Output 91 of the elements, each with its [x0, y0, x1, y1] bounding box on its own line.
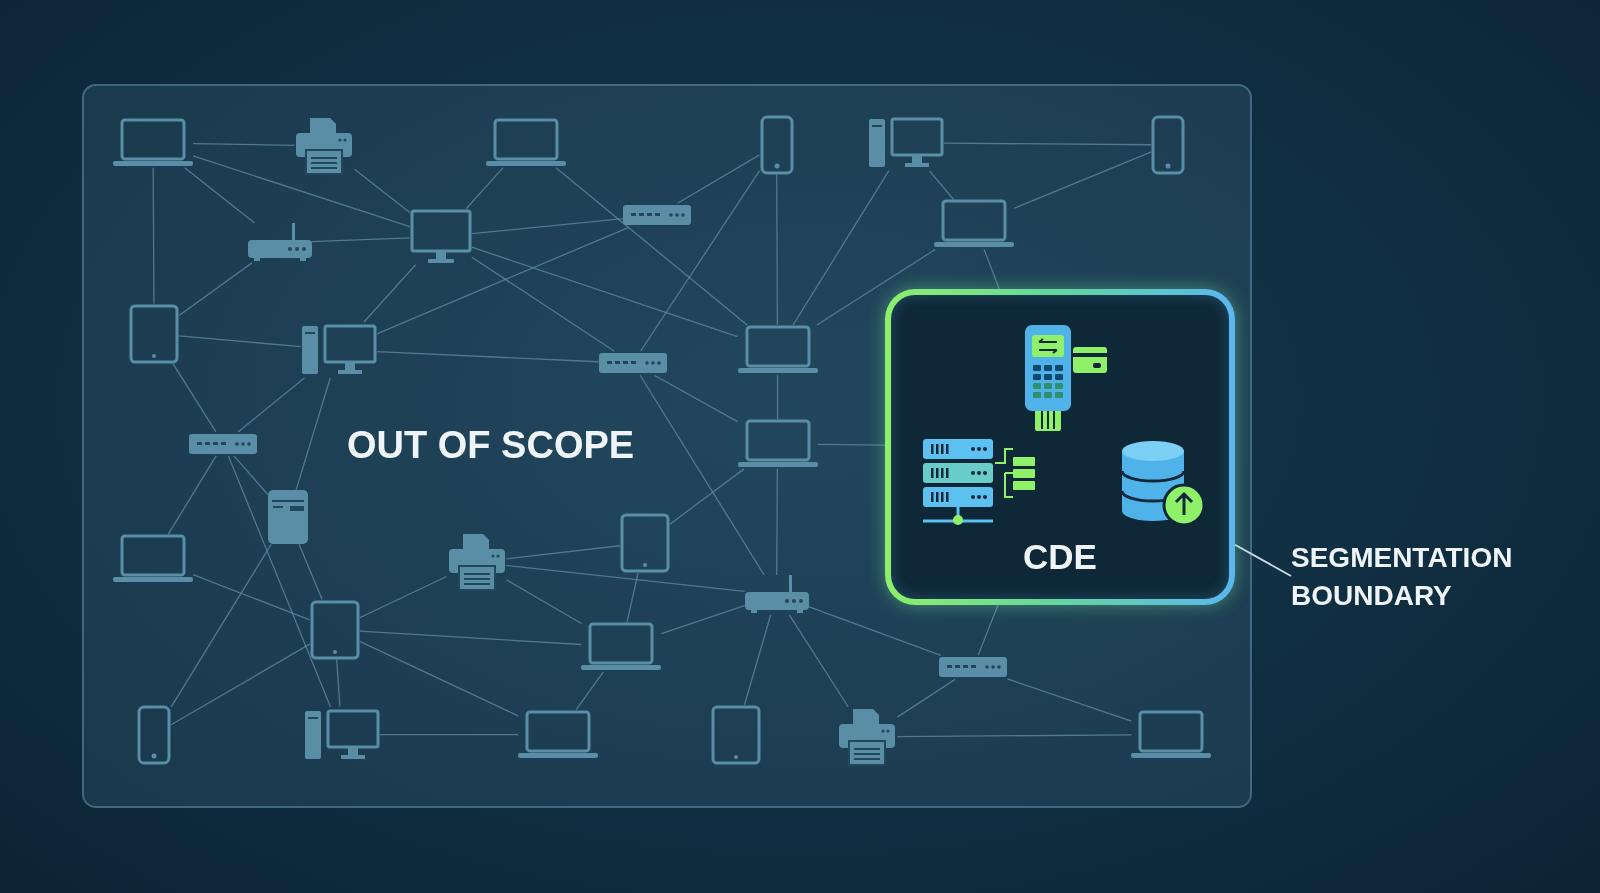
network-link: [359, 630, 583, 646]
network-link: [379, 734, 519, 736]
network-link: [471, 246, 739, 338]
laptop-icon: [934, 199, 1015, 250]
network-link: [653, 374, 739, 423]
network-link: [743, 614, 772, 706]
network-link: [233, 455, 269, 496]
network-switch-icon: [598, 351, 667, 376]
smartphone-icon: [1151, 114, 1186, 175]
network-link: [505, 545, 621, 560]
network-link: [178, 262, 253, 317]
network-link: [983, 248, 1000, 290]
tablet-icon: [710, 704, 761, 765]
network-link: [298, 543, 323, 601]
network-switch-icon: [189, 431, 258, 456]
network-link: [555, 167, 748, 326]
network-link: [807, 606, 942, 656]
network-link: [178, 335, 302, 348]
monitor-icon: [409, 208, 472, 265]
server-icon: [267, 490, 308, 545]
network-link: [776, 468, 779, 576]
network-link: [896, 678, 956, 718]
network-link: [359, 575, 448, 619]
network-link: [505, 564, 746, 593]
router-icon: [247, 222, 312, 263]
network-link: [471, 256, 616, 352]
network-link: [152, 167, 155, 305]
tablet-icon: [619, 512, 670, 573]
network-link: [943, 142, 1152, 146]
tablet-icon: [309, 599, 360, 660]
network-link: [227, 455, 332, 708]
network-link: [816, 443, 886, 446]
network-link: [1006, 678, 1133, 722]
laptop-icon: [1131, 709, 1212, 760]
network-link: [359, 640, 519, 717]
smartphone-icon: [137, 704, 172, 765]
network-link: [1013, 151, 1152, 209]
network-link: [170, 543, 272, 708]
network-link: [172, 363, 217, 433]
laptop-icon: [485, 117, 566, 168]
network-link: [896, 734, 1133, 738]
network-link: [192, 574, 311, 621]
network-link: [170, 643, 311, 726]
network-link: [676, 154, 761, 204]
network-link: [639, 374, 765, 576]
network-link: [295, 377, 331, 491]
network-switch-icon: [939, 655, 1008, 680]
laptop-icon: [113, 117, 194, 168]
network-switch-icon: [623, 203, 692, 228]
network-link: [376, 226, 630, 335]
network-link: [776, 374, 779, 420]
network-link: [575, 671, 605, 711]
network-link: [928, 170, 955, 201]
laptop-icon: [113, 534, 194, 585]
zone-title: OUT OF SCOPE: [347, 424, 635, 467]
network-link: [776, 174, 779, 326]
laptop-icon: [737, 418, 818, 469]
zone-title: CDE: [1023, 537, 1097, 577]
out-of-scope-panel: [82, 84, 1252, 808]
network-link: [816, 248, 936, 326]
network-link: [788, 614, 849, 708]
network-link: [363, 264, 417, 323]
network-link: [167, 455, 217, 535]
network-link: [376, 351, 600, 363]
network-link: [977, 604, 999, 656]
laptop-icon: [581, 621, 662, 672]
network-link: [192, 142, 296, 147]
network-link: [639, 170, 761, 352]
network-link: [237, 377, 306, 433]
network-link: [505, 579, 583, 625]
laptop-icon: [518, 709, 599, 760]
router-icon: [744, 574, 809, 615]
tablet-icon: [129, 303, 180, 364]
network-link: [336, 658, 341, 708]
network-link: [471, 218, 624, 235]
network-link: [353, 168, 411, 214]
network-link: [310, 237, 411, 243]
printer-icon: [837, 706, 898, 767]
laptop-icon: [737, 325, 818, 375]
network-link: [626, 572, 639, 623]
printer-icon: [446, 532, 507, 593]
boundary-label: SEGMENTATION BOUNDARY: [1291, 539, 1581, 617]
network-link: [184, 167, 255, 224]
smartphone-icon: [759, 114, 794, 175]
printer-icon: [294, 115, 355, 176]
network-link: [792, 170, 890, 326]
leader-line: [1234, 543, 1292, 577]
network-link: [192, 155, 411, 228]
network-link: [669, 468, 745, 525]
network-link: [660, 605, 746, 635]
network-link: [465, 167, 504, 210]
